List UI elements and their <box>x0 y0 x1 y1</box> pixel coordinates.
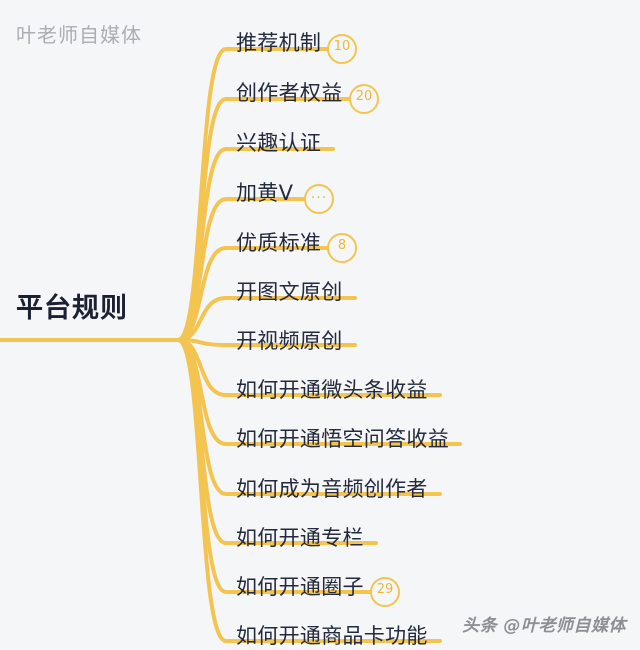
watermark-top-left: 叶老师自媒体 <box>16 23 142 47</box>
root-node-title: 平台规则 <box>16 293 128 324</box>
node-label[interactable]: 推荐机制 <box>236 31 322 55</box>
node-count-badge[interactable]: 20 <box>349 84 379 114</box>
node-label[interactable]: 如何开通圈子 <box>236 575 364 599</box>
node-count-badge[interactable]: 29 <box>370 577 400 607</box>
node-count-badge[interactable]: 10 <box>327 34 357 64</box>
node-count-badge[interactable]: ... <box>304 184 334 214</box>
branch-path <box>176 197 312 342</box>
node-label[interactable]: 开图文原创 <box>236 280 343 304</box>
node-label[interactable]: 优质标准 <box>236 231 322 255</box>
node-label[interactable]: 如何开通商品卡功能 <box>236 624 428 648</box>
node-label[interactable]: 如何开通微头条收益 <box>236 378 428 402</box>
node-label[interactable]: 如何开通专栏 <box>236 526 364 550</box>
node-label[interactable]: 创作者权益 <box>236 81 343 105</box>
node-label[interactable]: 兴趣认证 <box>236 131 322 155</box>
node-label[interactable]: 如何成为音频创作者 <box>236 477 428 501</box>
node-label[interactable]: 加黄V <box>236 181 294 205</box>
watermark-bottom-right: 头条 @叶老师自媒体 <box>462 616 626 636</box>
node-label[interactable]: 开视频原创 <box>236 329 343 353</box>
branch-path <box>176 338 442 496</box>
node-count-badge[interactable]: 8 <box>327 233 357 263</box>
node-label[interactable]: 如何开通悟空问答收益 <box>236 427 449 451</box>
